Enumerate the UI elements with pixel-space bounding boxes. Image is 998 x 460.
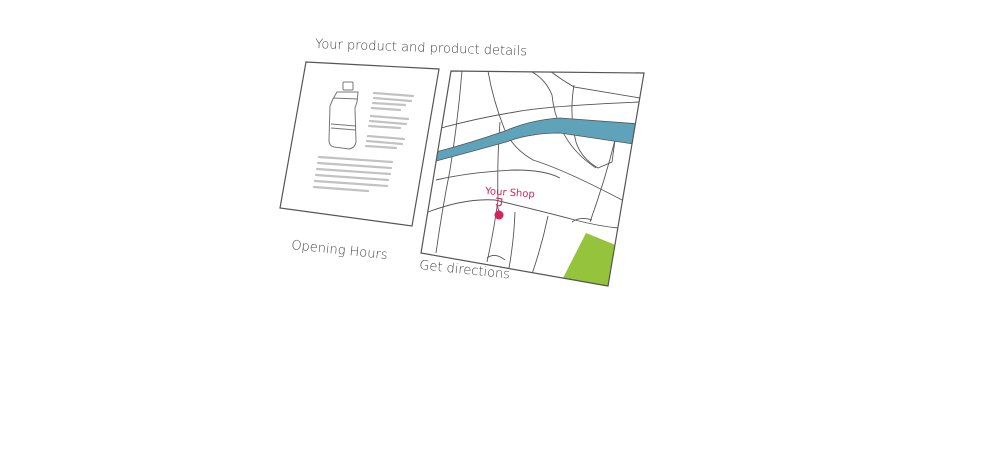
product-details-label: Your product and product details	[315, 37, 527, 59]
map-pin-icon	[494, 197, 504, 220]
product-card	[279, 61, 440, 227]
shop-marker-label: Your Shop	[484, 186, 535, 201]
map-card: Your Shop	[420, 70, 645, 287]
opening-hours-label: Opening Hours	[291, 238, 389, 263]
park-area	[563, 233, 618, 286]
product-text-lines	[312, 91, 415, 193]
product-card-frame	[279, 61, 440, 227]
map-card-frame	[420, 70, 645, 287]
water-bottle-icon	[328, 81, 359, 150]
